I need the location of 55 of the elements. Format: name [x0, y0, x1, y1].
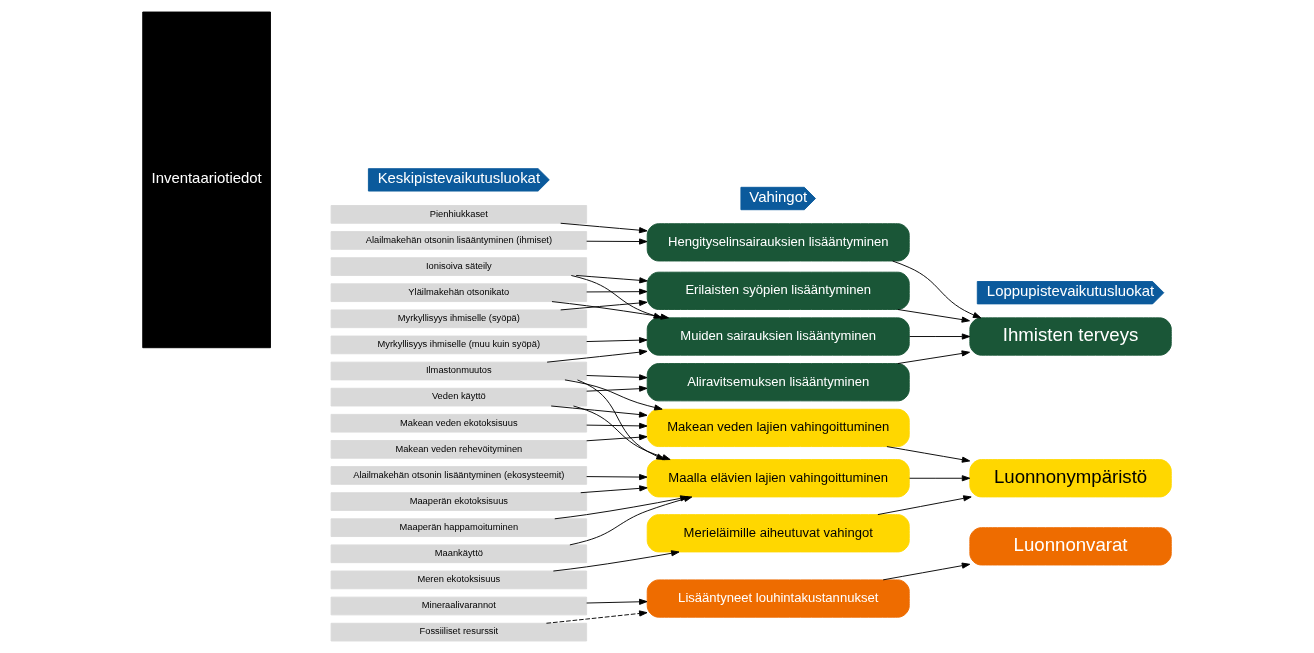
- node-box: Makean veden lajien vahingoittuminen: [646, 408, 910, 448]
- node-box: Maaperän ekotoksisuus: [330, 492, 588, 511]
- arrow: [560, 299, 648, 311]
- node-box: Luonnonvarat: [969, 527, 1172, 566]
- arrow: [586, 434, 648, 442]
- node-box: Maankäyttö: [330, 544, 588, 564]
- arrow: [560, 222, 648, 234]
- node-box: Hengityselinsairauksien lisääntyminen: [646, 223, 910, 262]
- node-box: Luonnonympäristö: [969, 459, 1172, 498]
- arrow: [580, 485, 648, 494]
- arrow: [575, 275, 648, 284]
- node-box: Aliravitsemuksen lisääntyminen: [646, 363, 910, 402]
- node-box: Muiden sairauksien lisääntyminen: [646, 317, 910, 356]
- arrow: [545, 610, 648, 624]
- node-box: Maalla elävien lajien vahingoittuminen: [646, 459, 910, 498]
- node-box: Ihmisten terveys: [969, 317, 1172, 356]
- node-box: Erilaisten syöpien lisääntyminen: [646, 271, 910, 310]
- arrow: [882, 562, 971, 581]
- arrow: [586, 337, 648, 344]
- node-box: Alailmakehän otsonin lisääntyminen (ihmiset): [330, 231, 588, 250]
- arrow: [877, 495, 972, 516]
- node-box: Myrkyllisyys ihmiselle (syöpä): [330, 309, 588, 329]
- arrow: [586, 473, 648, 481]
- arrow: [892, 260, 982, 319]
- arrow: [586, 288, 648, 295]
- node-box: Ionisoiva säteily: [330, 257, 588, 276]
- arrow: [897, 309, 970, 323]
- arrow: [552, 550, 680, 572]
- node-box: Alailmakehän otsonin lisääntyminen (ekosysteemit): [330, 466, 588, 485]
- node-box: Meren ekotoksisuus: [330, 570, 588, 590]
- arrow: [586, 374, 648, 381]
- arrow: [586, 238, 648, 245]
- node-box: Myrkyllisyys ihmiselle (muu kuin syöpä): [330, 335, 588, 355]
- node-box: Fossiiliset resurssit: [330, 622, 588, 642]
- arrow: [564, 379, 663, 411]
- node-box: Makean veden rehevöityminen: [330, 440, 588, 459]
- node-box: Maaperän happamoituminen: [330, 518, 588, 537]
- arrow: [586, 598, 648, 605]
- node-box: Lisääntyneet louhintakustannukset: [646, 579, 910, 618]
- arrow: [550, 405, 648, 418]
- arrow: [886, 446, 971, 463]
- arrow: [909, 475, 971, 482]
- arrow: [586, 422, 648, 429]
- node-box: Veden käyttö: [330, 387, 588, 407]
- node-box: Inventaariotiedot: [142, 11, 271, 349]
- arrow: [909, 333, 971, 340]
- node-box: Yläilmakehän otsonikato: [330, 283, 588, 303]
- node-box: Mineraalivarannot: [330, 596, 588, 616]
- node-box: Merieläimille aiheutuvat vahingot: [646, 514, 910, 553]
- arrow: [546, 349, 648, 363]
- arrow: [897, 350, 970, 365]
- node-box: Pienhiukkaset: [330, 205, 588, 224]
- arrow: [586, 385, 648, 392]
- node-box: Ilmastonmuutos: [330, 361, 588, 381]
- node-box: Makean veden ekotoksisuus: [330, 413, 588, 433]
